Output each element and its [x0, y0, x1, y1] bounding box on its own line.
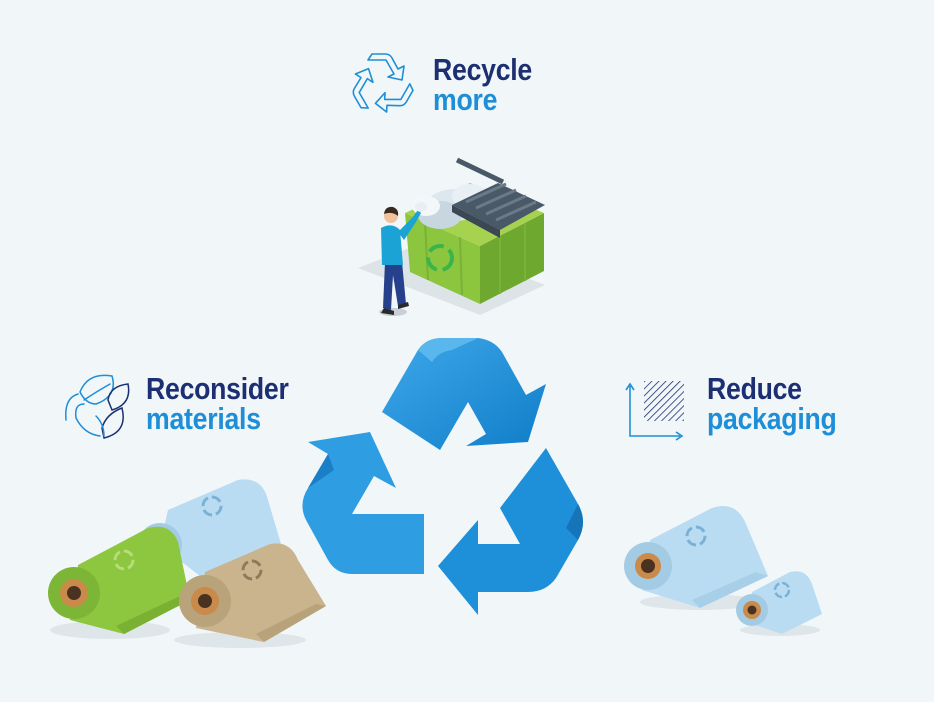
leaves-outline-icon: [65, 374, 130, 439]
dumpster-recycle-icon: [426, 244, 454, 272]
packaging-square-icon: [625, 381, 684, 441]
label-reduce-line1: Reduce: [707, 371, 802, 406]
roll-recycle-icon-green: [113, 549, 135, 571]
label-recycle-line2: more: [433, 82, 498, 118]
roll-recycle-icon-kraft: [241, 559, 263, 581]
label-recycle-more: Recycle more: [433, 52, 548, 118]
label-reduce-packaging: Reduce packaging: [707, 371, 858, 437]
roll-recycle-icon-right-small: [773, 581, 791, 599]
roll-recycle-icon-blue: [201, 495, 223, 517]
label-reconsider-line1: Reconsider: [146, 371, 289, 406]
dumpster-illustration: [358, 157, 545, 316]
label-recycle-line1: Recycle: [433, 52, 532, 87]
label-reconsider-materials: Reconsider materials: [146, 371, 312, 437]
material-rolls-left: [48, 479, 326, 648]
central-recycle-symbol: [302, 338, 583, 615]
roll-recycle-icon-right-large: [685, 525, 707, 547]
label-reduce-line2: packaging: [707, 401, 837, 437]
label-reconsider-line2: materials: [146, 401, 261, 437]
reduced-packaging-rolls-right: [624, 506, 822, 636]
recycle-outline-icon: [352, 53, 414, 113]
person-figure: [379, 202, 427, 316]
